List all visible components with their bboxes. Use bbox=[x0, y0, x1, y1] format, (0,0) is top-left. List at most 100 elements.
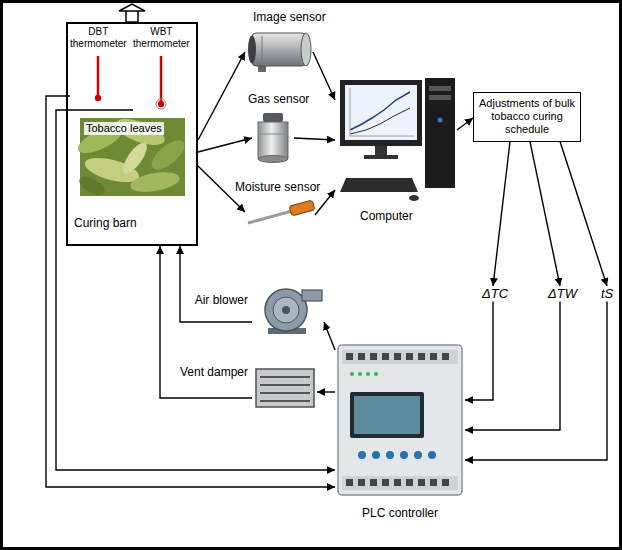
control-variable: ΔTW bbox=[548, 286, 577, 302]
plc-controller-picture bbox=[382, 479, 389, 486]
plc-controller-picture bbox=[382, 353, 389, 360]
computer-picture bbox=[364, 155, 398, 159]
connector-arrow bbox=[465, 302, 607, 460]
computer-picture bbox=[429, 95, 451, 100]
plc-controller-picture bbox=[346, 479, 353, 486]
thermometer bbox=[95, 56, 166, 109]
vent-damper-picture bbox=[260, 384, 310, 386]
node-label: Curing barn bbox=[74, 216, 137, 230]
thermometer-label: WBT thermometer bbox=[133, 26, 190, 112]
plc-controller-picture bbox=[394, 479, 401, 486]
image-sensor: Image sensor bbox=[245, 28, 313, 74]
node-label: tS bbox=[601, 286, 613, 302]
computer-picture bbox=[409, 195, 419, 201]
plc-controller-picture bbox=[358, 479, 365, 486]
plc-controller-picture bbox=[428, 451, 436, 459]
plc-controller-picture bbox=[374, 372, 378, 376]
thermometer bbox=[160, 56, 163, 101]
gas-sensor-picture bbox=[258, 122, 288, 158]
plc-controller-picture bbox=[370, 479, 377, 486]
tobacco-leaves: Tobacco leaves bbox=[80, 118, 185, 196]
computer-picture bbox=[350, 88, 351, 136]
connector-arrow bbox=[530, 142, 560, 286]
tobacco-leaves-picture bbox=[76, 173, 107, 199]
node-label: Air blower bbox=[195, 293, 248, 307]
plc-controller-picture bbox=[400, 451, 408, 459]
connector-arrow bbox=[313, 52, 335, 100]
node-label: DBT thermometer bbox=[70, 26, 127, 50]
image-sensor-picture bbox=[301, 33, 311, 66]
gas-sensor-picture bbox=[258, 113, 288, 163]
plc-controller-picture bbox=[430, 479, 437, 486]
node-label: Computer bbox=[360, 209, 413, 223]
connector-arrow bbox=[457, 118, 473, 130]
moisture-sensor-picture bbox=[248, 200, 315, 223]
plc-controller-picture bbox=[350, 392, 424, 438]
node-label: Moisture sensor bbox=[235, 180, 320, 194]
plc-controller-picture bbox=[358, 451, 366, 459]
thermometer bbox=[95, 95, 101, 101]
tobacco-leaves-picture bbox=[119, 139, 151, 177]
node-label: ΔTW bbox=[548, 286, 577, 302]
plc-controller-picture bbox=[358, 372, 362, 376]
plc-controller-picture bbox=[342, 476, 458, 490]
plc-controller-picture bbox=[366, 372, 370, 376]
plc-controller-picture bbox=[418, 479, 425, 486]
gas-sensor: Gas sensor bbox=[252, 110, 294, 165]
connector-arrow bbox=[560, 142, 607, 286]
chimney bbox=[119, 4, 145, 11]
connector-arrow bbox=[46, 96, 335, 487]
plc-controller-picture bbox=[442, 479, 449, 486]
plc-controller-picture bbox=[342, 350, 458, 364]
air-blower-picture bbox=[282, 306, 290, 314]
plc-controller-picture bbox=[346, 353, 353, 360]
thermometer-label: DBT thermometer bbox=[70, 26, 127, 104]
air-blower: Air blower bbox=[252, 285, 324, 335]
plc-controller-picture bbox=[372, 451, 380, 459]
vent-damper-picture bbox=[256, 369, 314, 407]
plc-controller-picture bbox=[414, 451, 422, 459]
computer-picture bbox=[350, 136, 414, 137]
connector-arrow bbox=[317, 391, 335, 392]
connector-arrow bbox=[160, 246, 252, 398]
plc-controller-picture bbox=[406, 353, 413, 360]
plc-controller-picture bbox=[394, 353, 401, 360]
node-label: Tobacco leaves bbox=[84, 122, 164, 135]
thermometer bbox=[158, 101, 164, 107]
computer: Computer bbox=[335, 75, 457, 205]
computer-picture bbox=[425, 78, 455, 188]
image-sensor-picture bbox=[248, 33, 311, 72]
node-label: ΔTC bbox=[482, 286, 508, 302]
node-label: Vent damper bbox=[180, 365, 248, 379]
air-blower-picture bbox=[302, 290, 322, 301]
vent-damper-picture bbox=[260, 376, 310, 378]
connector-arrow bbox=[198, 138, 252, 152]
computer-picture bbox=[438, 118, 443, 123]
moisture-sensor-picture bbox=[289, 200, 315, 216]
node-label: WBT thermometer bbox=[133, 26, 190, 50]
node-label: Image sensor bbox=[253, 10, 326, 24]
connector-arrow bbox=[294, 138, 335, 140]
node-label: PLC controller bbox=[335, 506, 465, 520]
vent-damper-picture bbox=[260, 400, 310, 402]
tobacco-leaves-picture bbox=[129, 169, 181, 195]
plc-controller-picture bbox=[418, 353, 425, 360]
gas-sensor-picture bbox=[263, 113, 283, 122]
vent-damper: Vent damper bbox=[252, 365, 317, 410]
plc-controller-picture bbox=[406, 479, 413, 486]
tobacco-leaves-picture bbox=[74, 114, 189, 199]
computer-picture bbox=[375, 146, 387, 155]
thermometer bbox=[156, 99, 166, 109]
vent-damper-picture bbox=[256, 369, 314, 407]
plc-controller-picture bbox=[430, 353, 437, 360]
computer-picture bbox=[340, 178, 418, 192]
computer-picture bbox=[345, 85, 417, 140]
control-variable: ΔTC bbox=[482, 286, 508, 302]
node-label: Gas sensor bbox=[248, 92, 309, 106]
plc-controller-picture bbox=[354, 396, 420, 434]
